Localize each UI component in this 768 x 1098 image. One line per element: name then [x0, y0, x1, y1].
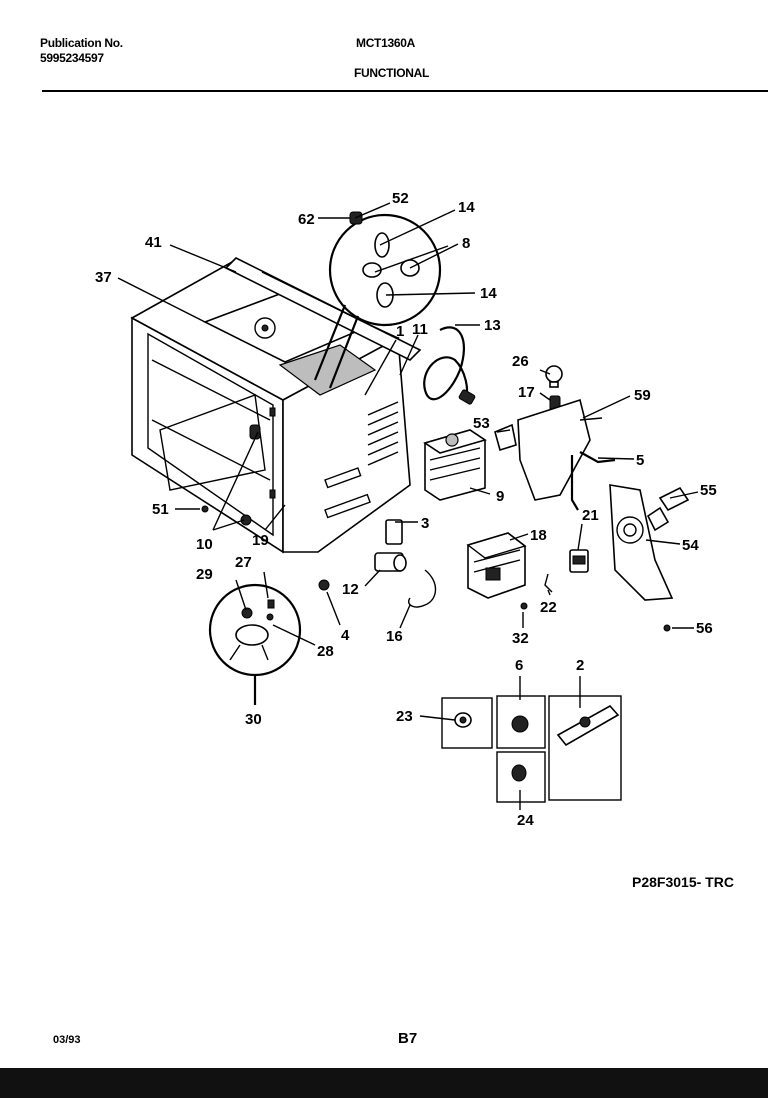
- high-voltage-transformer: [466, 532, 528, 610]
- callout-22: 22: [540, 599, 557, 616]
- thermal-cutout-lead: [570, 451, 616, 511]
- callout-11: 11: [412, 321, 428, 338]
- callout-52: 52: [392, 190, 409, 207]
- header-rule: [42, 90, 768, 92]
- power-cord: [423, 326, 476, 405]
- top-rail: [224, 257, 422, 361]
- detail-circle-hinge: [313, 211, 442, 389]
- accessory-boxes: [441, 695, 622, 803]
- publication-label: Publication No.: [40, 36, 123, 50]
- callout-8: 8: [462, 235, 470, 252]
- callout-37: 37: [95, 269, 112, 286]
- callout-24: 24: [517, 812, 534, 829]
- callout-5: 5: [636, 452, 644, 469]
- callout-30: 30: [245, 711, 262, 728]
- callout-56: 56: [696, 620, 713, 637]
- callout-55: 55: [700, 482, 717, 499]
- callout-27: 27: [235, 554, 252, 571]
- magnetron: [423, 429, 487, 501]
- footer-page-number: B7: [398, 1030, 418, 1047]
- model-number: MCT1360A: [356, 36, 415, 50]
- scan-edge-bar: [0, 1068, 768, 1098]
- callout-21: 21: [582, 507, 599, 524]
- callout-54: 54: [682, 537, 699, 554]
- callout-18: 18: [530, 527, 547, 544]
- callout-labels: 52 62 14 8 14 41 37 1 11 13 26 17 59 53 …: [95, 190, 717, 829]
- callout-13: 13: [484, 317, 501, 334]
- callout-14-upper: 14: [458, 199, 475, 216]
- lamp-bracket: [494, 398, 603, 501]
- interlock-switch: [569, 549, 589, 573]
- oven-cavity: [130, 261, 411, 554]
- callout-28: 28: [317, 643, 334, 660]
- fan-assembly: [609, 484, 690, 632]
- callout-51: 51: [152, 501, 169, 518]
- callout-32: 32: [512, 630, 529, 647]
- callout-53: 53: [473, 415, 490, 432]
- leader-lines: [117, 202, 699, 810]
- callout-14-lower: 14: [480, 285, 497, 302]
- callout-19: 19: [252, 532, 269, 549]
- callout-23: 23: [396, 708, 413, 725]
- callout-29: 29: [196, 566, 213, 583]
- callout-62: 62: [298, 211, 315, 228]
- publication-number: 5995234597: [40, 51, 104, 65]
- callout-26: 26: [512, 353, 529, 370]
- door-switch-parts: [201, 505, 437, 608]
- callout-17: 17: [518, 384, 535, 401]
- section-title: FUNCTIONAL: [354, 66, 429, 80]
- callout-59: 59: [634, 387, 651, 404]
- detail-circle-thermostat: [208, 583, 302, 705]
- callout-16: 16: [386, 628, 403, 645]
- callout-12: 12: [342, 581, 359, 598]
- callout-10: 10: [196, 536, 213, 553]
- footer-date: 03/93: [53, 1034, 81, 1046]
- diagram-reference-code: P28F3015- TRC: [632, 874, 734, 890]
- wire-clip: [544, 573, 553, 593]
- callout-41: 41: [145, 234, 162, 251]
- callout-3: 3: [421, 515, 429, 532]
- callout-9: 9: [496, 488, 504, 505]
- callout-4: 4: [341, 627, 350, 644]
- callout-1: 1: [396, 323, 404, 340]
- callout-6: 6: [515, 657, 523, 674]
- callout-2: 2: [576, 657, 584, 674]
